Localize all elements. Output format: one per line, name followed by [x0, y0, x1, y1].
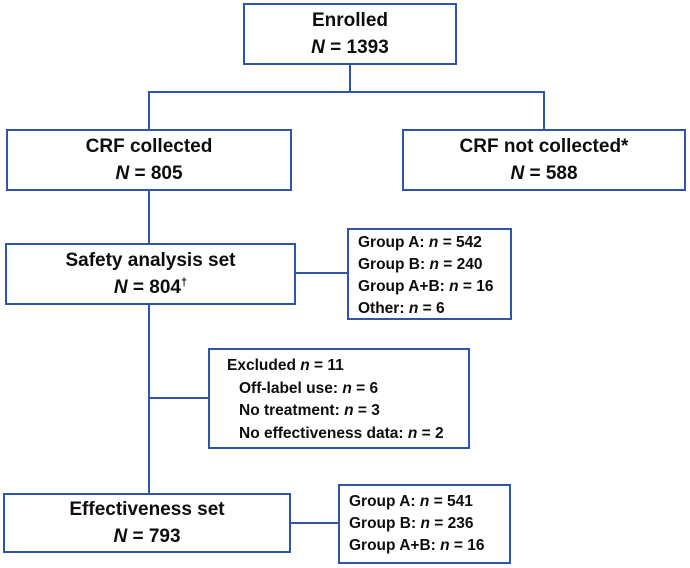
- n-symbol: N: [311, 37, 325, 58]
- n-symbol: N: [510, 163, 525, 184]
- connector-split-right-down: [543, 91, 545, 129]
- n-value: = 1393: [330, 37, 389, 58]
- n-symbol: n: [419, 493, 430, 510]
- connector-crf-to-safety: [148, 191, 150, 243]
- enrolled-box: Enrolled N = 1393: [243, 3, 457, 65]
- n-symbol: n: [429, 256, 439, 273]
- effectiveness-count: N = 793: [113, 523, 180, 550]
- effectiveness-group-ab-line: Group A+B: n = 16: [349, 537, 485, 554]
- n-symbol: n: [440, 537, 450, 554]
- safety-groups-box: Group A: n = 542 Group B: n = 240 Group …: [347, 228, 512, 320]
- safety-count: N = 804†: [114, 274, 187, 301]
- crf-collected-count: N = 805: [115, 160, 182, 187]
- excluded-off-label-line: Off-label use: n = 6: [239, 379, 379, 397]
- enrolled-count: N = 1393: [311, 34, 389, 61]
- connector-to-excluded: [150, 397, 208, 399]
- n-value: = 793: [132, 526, 181, 547]
- excluded-box: Excluded n = 11 Off-label use: n = 6 No …: [208, 348, 470, 449]
- connector-effectiveness-to-groups: [291, 522, 338, 524]
- connector-safety-to-groups: [296, 272, 347, 274]
- n-symbol: n: [342, 379, 352, 397]
- n-symbol: n: [428, 234, 439, 251]
- effectiveness-title: Effectiveness set: [69, 499, 225, 520]
- n-value: = 805: [134, 163, 183, 184]
- enrolled-title: Enrolled: [311, 10, 388, 31]
- n-symbol: n: [420, 515, 430, 532]
- n-symbol: n: [344, 402, 354, 419]
- n-symbol: N: [113, 526, 128, 547]
- effectiveness-groups-box: Group A: n = 541 Group B: n = 236 Group …: [338, 484, 511, 564]
- safety-group-other-line: Other: n = 6: [358, 300, 445, 317]
- n-value: = 588: [529, 163, 578, 184]
- connector-enrolled-down: [349, 65, 351, 93]
- n-symbol: n: [449, 278, 459, 295]
- dagger-footnote-marker: †: [180, 276, 188, 289]
- crf-collected-box: CRF collected N = 805: [6, 129, 292, 191]
- n-symbol: N: [115, 163, 130, 184]
- effectiveness-group-a-line: Group A: n = 541: [349, 493, 473, 510]
- crf-collected-title: CRF collected: [85, 136, 213, 157]
- excluded-total-line: Excluded n = 11: [227, 357, 344, 374]
- n-symbol: n: [407, 424, 418, 442]
- n-symbol: n: [300, 357, 310, 374]
- safety-analysis-set-box: Safety analysis set N = 804†: [5, 243, 296, 305]
- n-symbol: n: [408, 300, 419, 317]
- effectiveness-group-b-line: Group B: n = 236: [349, 515, 474, 532]
- connector-safety-to-effectiveness: [148, 305, 150, 493]
- safety-group-ab-line: Group A+B: n = 16: [358, 278, 494, 295]
- crf-not-collected-box: CRF not collected* N = 588: [402, 129, 686, 191]
- connector-split-left-down: [148, 91, 150, 129]
- safety-group-a-line: Group A: n = 542: [358, 234, 482, 251]
- connector-split-horizontal: [148, 91, 545, 93]
- n-symbol: N: [113, 277, 128, 298]
- excluded-no-treatment-line: No treatment: n = 3: [239, 402, 380, 419]
- effectiveness-set-box: Effectiveness set N = 793: [3, 493, 291, 553]
- safety-title: Safety analysis set: [65, 250, 236, 271]
- safety-group-b-line: Group B: n = 240: [358, 256, 483, 273]
- crf-not-collected-count: N = 588: [510, 160, 577, 187]
- crf-not-collected-title: CRF not collected*: [459, 136, 629, 157]
- n-value: = 804: [132, 277, 181, 298]
- excluded-no-effectiveness-line: No effectiveness data: n = 2: [239, 424, 444, 442]
